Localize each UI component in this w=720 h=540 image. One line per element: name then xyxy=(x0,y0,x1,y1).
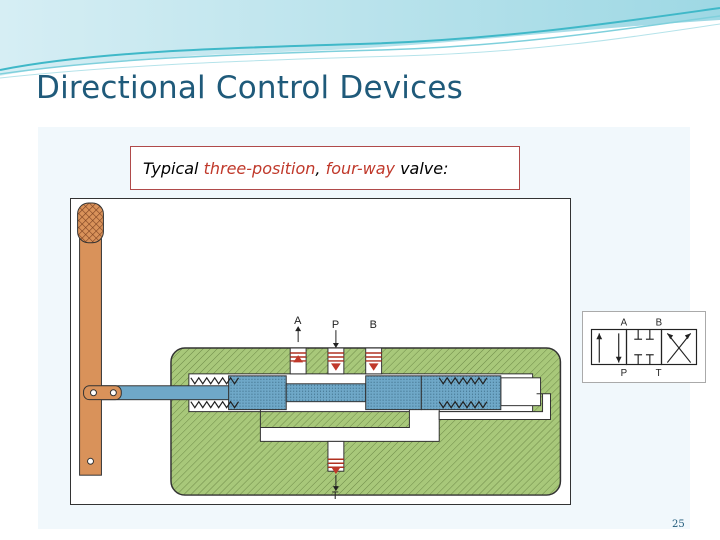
slide-title: Directional Control Devices xyxy=(36,70,463,106)
caption-part-5: valve: xyxy=(395,159,449,178)
valve-diagram: A P B T xyxy=(70,198,571,505)
caption-part-1: Typical xyxy=(143,159,204,178)
symbol-port-p: P xyxy=(621,368,627,379)
caption-box: Typical three-position, four-way valve: xyxy=(130,146,520,190)
lever xyxy=(77,202,122,476)
port-t-label: T xyxy=(332,490,339,502)
caption-part-3: , xyxy=(315,159,326,178)
port-a-label: A xyxy=(294,315,302,327)
symbol-port-b: B xyxy=(656,318,662,329)
caption-text: Typical three-position, four-way valve: xyxy=(143,159,449,178)
valve-symbol: A B P T xyxy=(582,311,706,383)
port-p-label: P xyxy=(332,319,339,331)
page-number: 25 xyxy=(672,519,685,530)
spool xyxy=(190,375,502,411)
symbol-port-t: T xyxy=(656,368,662,379)
valve-body xyxy=(170,347,562,496)
symbol-port-a: A xyxy=(621,318,628,329)
caption-highlight-1: three-position xyxy=(203,159,316,178)
caption-highlight-2: four-way xyxy=(325,159,395,178)
port-b-label: B xyxy=(370,319,377,331)
header-banner xyxy=(0,0,720,79)
flow-arrows xyxy=(293,355,379,475)
